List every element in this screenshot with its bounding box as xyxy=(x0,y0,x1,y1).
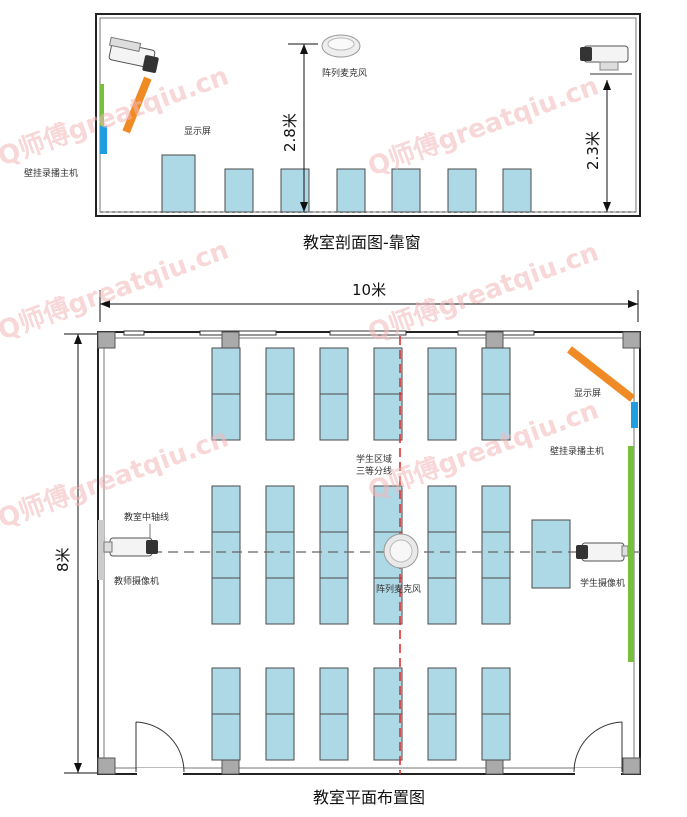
section-height-mic: 2.8米 xyxy=(281,113,299,152)
section-recorder-green xyxy=(100,84,104,128)
section-view: 壁挂录播主机 显示屏 阵列麦克风 2.8米 2.3米 xyxy=(24,13,641,217)
plan-desk xyxy=(481,667,511,715)
plan-student-camera-icon xyxy=(576,542,629,562)
section-desk xyxy=(391,168,421,213)
plan-desk xyxy=(211,667,241,715)
plan-teacher-cam-mount xyxy=(98,520,104,580)
section-desk xyxy=(447,168,477,213)
plan-desk xyxy=(319,577,349,625)
plan-desk xyxy=(265,393,295,441)
plan-desk xyxy=(373,347,403,395)
section-mic-label: 阵列麦克风 xyxy=(322,67,367,79)
plan-desk xyxy=(319,713,349,761)
plan-desk xyxy=(373,393,403,441)
plan-desk xyxy=(211,577,241,625)
plan-desk xyxy=(373,485,403,533)
plan-green-bar xyxy=(628,446,634,662)
section-desk xyxy=(161,154,196,213)
plan-teacher-cam-label: 教师摄像机 xyxy=(114,575,159,587)
plan-desk xyxy=(265,667,295,715)
watermark: Q师傅greatqiu.cn xyxy=(0,61,233,172)
plan-depth-dim: 8米 xyxy=(54,547,72,572)
plan-desk xyxy=(319,347,349,395)
plan-desk xyxy=(211,393,241,441)
plan-desk xyxy=(427,485,457,533)
plan-desk xyxy=(481,713,511,761)
plan-desk xyxy=(481,577,511,625)
plan-recorder-label: 壁挂录播主机 xyxy=(550,445,604,457)
plan-desk xyxy=(211,347,241,395)
plan-desk xyxy=(211,485,241,533)
plan-desk xyxy=(319,531,349,579)
section-display-label: 显示屏 xyxy=(184,126,211,137)
plan-caption: 教室平面布置图 xyxy=(313,788,425,807)
section-recorder-label: 壁挂录播主机 xyxy=(24,167,78,179)
plan-desk xyxy=(481,347,511,395)
plan-desk xyxy=(427,393,457,441)
plan-desk xyxy=(211,713,241,761)
plan-desk xyxy=(265,713,295,761)
watermarks: Q师傅greatqiu.cn Q师傅greatqiu.cn Q师傅greatqi… xyxy=(0,61,603,534)
plan-desk xyxy=(265,485,295,533)
section-desk xyxy=(336,168,366,213)
plan-desk xyxy=(427,713,457,761)
section-desk xyxy=(224,168,254,213)
plan-desk xyxy=(427,531,457,579)
plan-desk xyxy=(373,577,403,625)
plan-door-right xyxy=(573,721,623,773)
section-camera-right-icon xyxy=(580,45,632,75)
plan-width-dim: 10米 xyxy=(352,281,386,299)
plan-desk xyxy=(265,347,295,395)
plan-desk xyxy=(319,485,349,533)
plan-display-label: 显示屏 xyxy=(574,388,601,399)
plan-desk xyxy=(427,347,457,395)
plan-desk xyxy=(427,667,457,715)
plan-recorder-icon xyxy=(631,402,638,428)
plan-desk xyxy=(319,667,349,715)
plan-desk xyxy=(265,577,295,625)
plan-desk xyxy=(319,393,349,441)
section-desks xyxy=(161,154,532,213)
plan-thirds-label-1: 学生区域 xyxy=(356,453,392,465)
plan-view: 10米 8米 xyxy=(54,281,641,776)
plan-thirds-label-2: 三等分线 xyxy=(356,465,392,477)
section-desk xyxy=(502,168,532,213)
section-camera-left-icon xyxy=(108,36,159,73)
watermark: Q师傅greatqiu.cn xyxy=(0,235,233,346)
section-height-cam: 2.3米 xyxy=(584,131,602,170)
plan-desk xyxy=(211,531,241,579)
plan-array-mic-icon xyxy=(383,533,419,569)
section-room-outline xyxy=(95,13,641,217)
plan-door-left xyxy=(135,721,185,773)
plan-podium xyxy=(531,519,571,589)
section-recorder-icon xyxy=(100,126,107,154)
plan-desks xyxy=(211,347,511,761)
plan-desk xyxy=(427,577,457,625)
watermark: Q师傅greatqiu.cn xyxy=(364,71,603,182)
section-caption: 教室剖面图-靠窗 xyxy=(303,233,421,252)
plan-desk xyxy=(481,485,511,533)
section-array-mic-icon xyxy=(321,34,361,58)
section-display-icon xyxy=(122,76,152,134)
plan-centerline-label: 教室中轴线 xyxy=(124,511,169,523)
plan-display-icon xyxy=(567,346,635,402)
watermark: Q师傅greatqiu.cn xyxy=(0,423,233,534)
plan-teacher-camera-icon xyxy=(103,537,158,557)
plan-mic-label: 阵列麦克风 xyxy=(376,583,421,595)
plan-desk xyxy=(265,531,295,579)
plan-student-cam-label: 学生摄像机 xyxy=(580,577,625,589)
plan-desk xyxy=(481,531,511,579)
plan-desk xyxy=(373,713,403,761)
plan-desk xyxy=(481,393,511,441)
plan-desk xyxy=(373,667,403,715)
